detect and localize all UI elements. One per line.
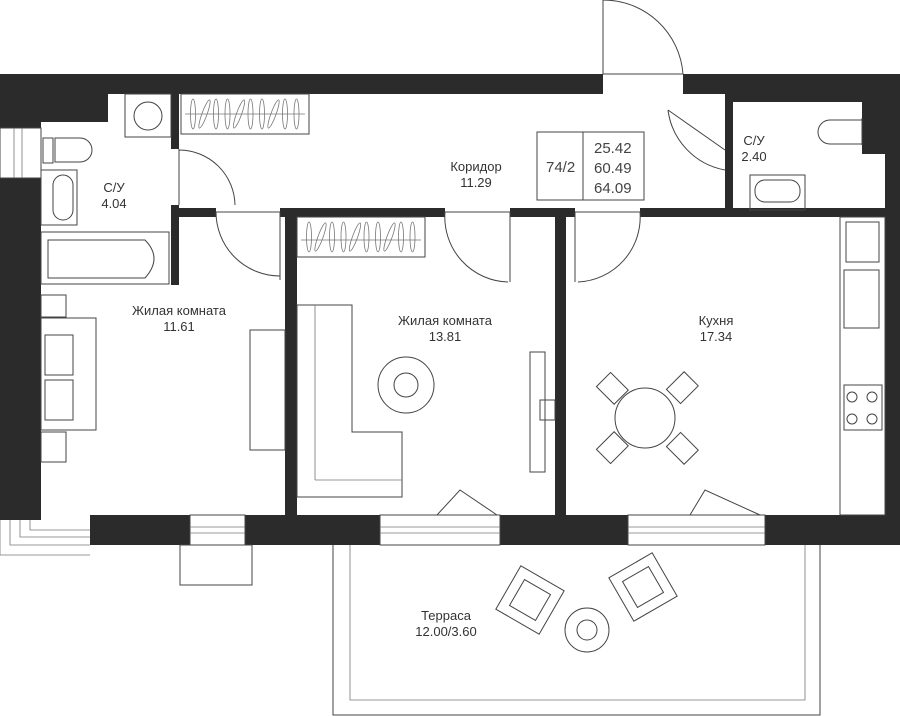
area-total: 60.49 bbox=[594, 160, 632, 177]
hanger-icon bbox=[293, 98, 300, 130]
terrace-area: 12.00/3.60 bbox=[415, 624, 476, 639]
hanger-icon bbox=[247, 98, 254, 130]
wardrobe-icon bbox=[180, 93, 310, 135]
corridor-name: Коридор bbox=[450, 159, 501, 174]
hanger-icon bbox=[340, 221, 347, 253]
hanger-icon bbox=[224, 98, 231, 130]
hanger-icon bbox=[329, 221, 335, 253]
terrace bbox=[332, 545, 821, 716]
bedroom1-name: Жилая комната bbox=[132, 303, 227, 318]
apartment-info-box: 74/2 25.42 60.49 64.09 bbox=[536, 131, 645, 201]
sink-icon bbox=[749, 174, 806, 211]
bath1-name: С/У bbox=[103, 180, 125, 195]
kitchen-area: 17.34 bbox=[700, 329, 733, 344]
room-labels: С/У 4.04 С/У 2.40 Коридор 11.29 Жилая ко… bbox=[101, 133, 766, 639]
area-total-with-terrace: 64.09 bbox=[594, 180, 632, 197]
hanger-icon bbox=[232, 99, 246, 129]
dining-table-icon bbox=[595, 371, 699, 465]
doors bbox=[178, 0, 761, 516]
toilet-icon bbox=[817, 118, 863, 145]
area-living: 25.42 bbox=[594, 140, 632, 157]
washing-machine-icon bbox=[124, 93, 172, 138]
rug-icon bbox=[377, 356, 435, 414]
hanger-icon bbox=[190, 98, 196, 130]
bath1-area: 4.04 bbox=[101, 196, 126, 211]
bedroom2-area: 13.81 bbox=[429, 329, 462, 344]
hanger-icon bbox=[198, 99, 211, 129]
bedroom2-name: Жилая комната bbox=[398, 313, 493, 328]
hanger-icon bbox=[306, 221, 312, 253]
bathtub-icon bbox=[40, 231, 170, 285]
furniture bbox=[40, 93, 886, 516]
shelf-icon bbox=[249, 329, 286, 451]
sofa-icon bbox=[296, 304, 403, 498]
hanger-icon bbox=[348, 222, 362, 252]
apartment-number: 74/2 bbox=[546, 159, 575, 176]
hanger-icon bbox=[375, 221, 381, 253]
hanger-icon bbox=[398, 221, 404, 253]
hanger-icon bbox=[383, 222, 396, 252]
terrace-chair-icon bbox=[608, 552, 678, 622]
bath2-area: 2.40 bbox=[741, 149, 766, 164]
tv-stand-icon bbox=[529, 351, 556, 473]
hanger-icon bbox=[363, 221, 370, 253]
bedroom1-area: 11.61 bbox=[163, 319, 195, 334]
terrace-name: Терраса bbox=[421, 608, 472, 623]
hanger-icon bbox=[267, 99, 280, 129]
kitchen-counter-icon bbox=[839, 216, 886, 516]
toilet-icon bbox=[42, 137, 93, 164]
walls bbox=[0, 74, 900, 545]
corridor-area: 11.29 bbox=[460, 175, 492, 190]
hanger-icon bbox=[213, 98, 219, 130]
hanger-icon bbox=[282, 98, 288, 130]
sink-icon bbox=[40, 169, 78, 226]
bath2-name: С/У bbox=[743, 133, 765, 148]
hanger-icon bbox=[259, 98, 265, 130]
hanger-icon bbox=[409, 221, 416, 253]
terrace-table-icon bbox=[564, 607, 610, 653]
bed-icon bbox=[40, 294, 97, 463]
windows bbox=[0, 127, 766, 586]
hanger-icon bbox=[314, 222, 327, 252]
kitchen-name: Кухня bbox=[699, 313, 734, 328]
terrace-chair-icon bbox=[495, 565, 565, 635]
wardrobe-icon bbox=[296, 216, 426, 258]
